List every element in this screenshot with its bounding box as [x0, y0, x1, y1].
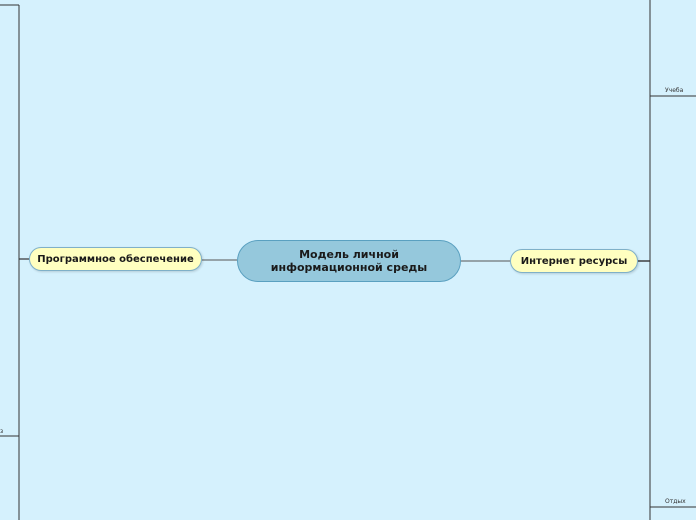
central-topic[interactable]: Модель личной информационной среды	[237, 240, 461, 282]
subtopic-otdyh[interactable]: Отдых	[665, 498, 686, 505]
topic-internet-resources-label: Интернет ресурсы	[520, 255, 628, 267]
central-topic-label: Модель личной информационной среды	[270, 248, 428, 274]
subtopic-ucheba[interactable]: Учеба	[665, 87, 684, 94]
topic-software-label: Программное обеспечение	[37, 253, 194, 265]
topic-internet-resources[interactable]: Интернет ресурсы	[510, 249, 638, 273]
subtopic-left-bottom[interactable]: з	[0, 428, 4, 435]
topic-software[interactable]: Программное обеспечение	[29, 247, 202, 271]
